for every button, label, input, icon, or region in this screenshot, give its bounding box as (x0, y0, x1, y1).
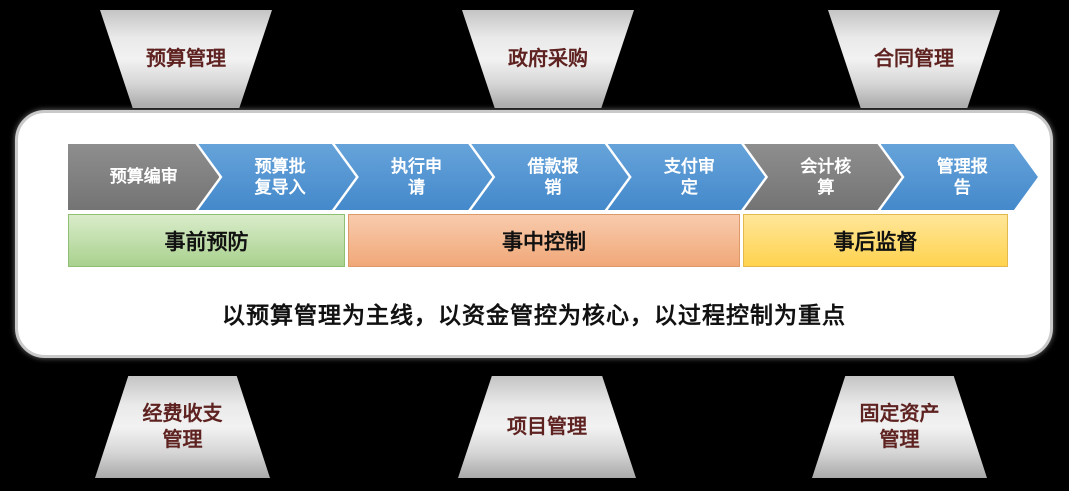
trapezoid-shape (812, 376, 987, 478)
step-management-report: 管理报告 (881, 144, 1038, 210)
trapezoid-shape (100, 10, 272, 108)
module-budget-management: 预算管理 (100, 10, 272, 108)
step-budget-compilation: 预算编审 (68, 144, 219, 210)
slogan-text: 以预算管理为主线，以资金管控为核心，以过程控制为重点 (222, 302, 846, 328)
step-accounting: 会计核算 (744, 144, 901, 210)
module-contract-management: 合同管理 (828, 10, 1000, 108)
phase-prevention-before: 事前预防 (68, 214, 345, 267)
step-label: 预算批复导入 (254, 156, 306, 197)
trapezoid-shape (828, 10, 1000, 108)
phase-control-during: 事中控制 (348, 214, 740, 267)
phase-label: 事前预防 (164, 230, 249, 254)
module-label: 政府采购 (508, 48, 588, 70)
phase-label: 事中控制 (502, 230, 586, 254)
process-panel: 预算编审 预算批复导入 执行申请 借款报销 支付审定 会计核算 管理报告 (15, 110, 1053, 358)
module-label: 项目管理 (507, 416, 587, 438)
module-expense-income-management: 经费收支管理 (95, 376, 270, 478)
module-label: 经费收支管理 (142, 403, 223, 451)
step-label: 支付审定 (663, 156, 715, 197)
module-project-management: 项目管理 (458, 376, 636, 478)
phase-label: 事后监督 (833, 230, 918, 254)
module-label: 合同管理 (874, 48, 954, 70)
trapezoid-shape (458, 376, 636, 478)
trapezoid-shape (462, 10, 634, 108)
step-budget-approval-import: 预算批复导入 (198, 144, 355, 210)
step-label: 预算编审 (109, 167, 178, 187)
process-flow: 预算编审 预算批复导入 执行申请 借款报销 支付审定 会计核算 管理报告 (68, 144, 1038, 210)
module-label: 固定资产管理 (859, 403, 940, 451)
step-payment-verification: 支付审定 (608, 144, 765, 210)
step-label: 执行申请 (391, 156, 443, 197)
control-phases: 事前预防 事中控制 事后监督 (68, 214, 1008, 267)
step-loan-reimbursement: 借款报销 (471, 144, 628, 210)
step-label: 会计核算 (800, 156, 852, 197)
module-government-procurement: 政府采购 (462, 10, 634, 108)
trapezoid-shape (95, 376, 270, 478)
phase-supervision-after: 事后监督 (743, 214, 1008, 267)
step-label: 管理报告 (936, 156, 988, 197)
module-label: 预算管理 (146, 48, 226, 70)
step-execution-application: 执行申请 (335, 144, 492, 210)
module-fixed-assets-management: 固定资产管理 (812, 376, 987, 478)
step-label: 借款报销 (527, 156, 579, 197)
